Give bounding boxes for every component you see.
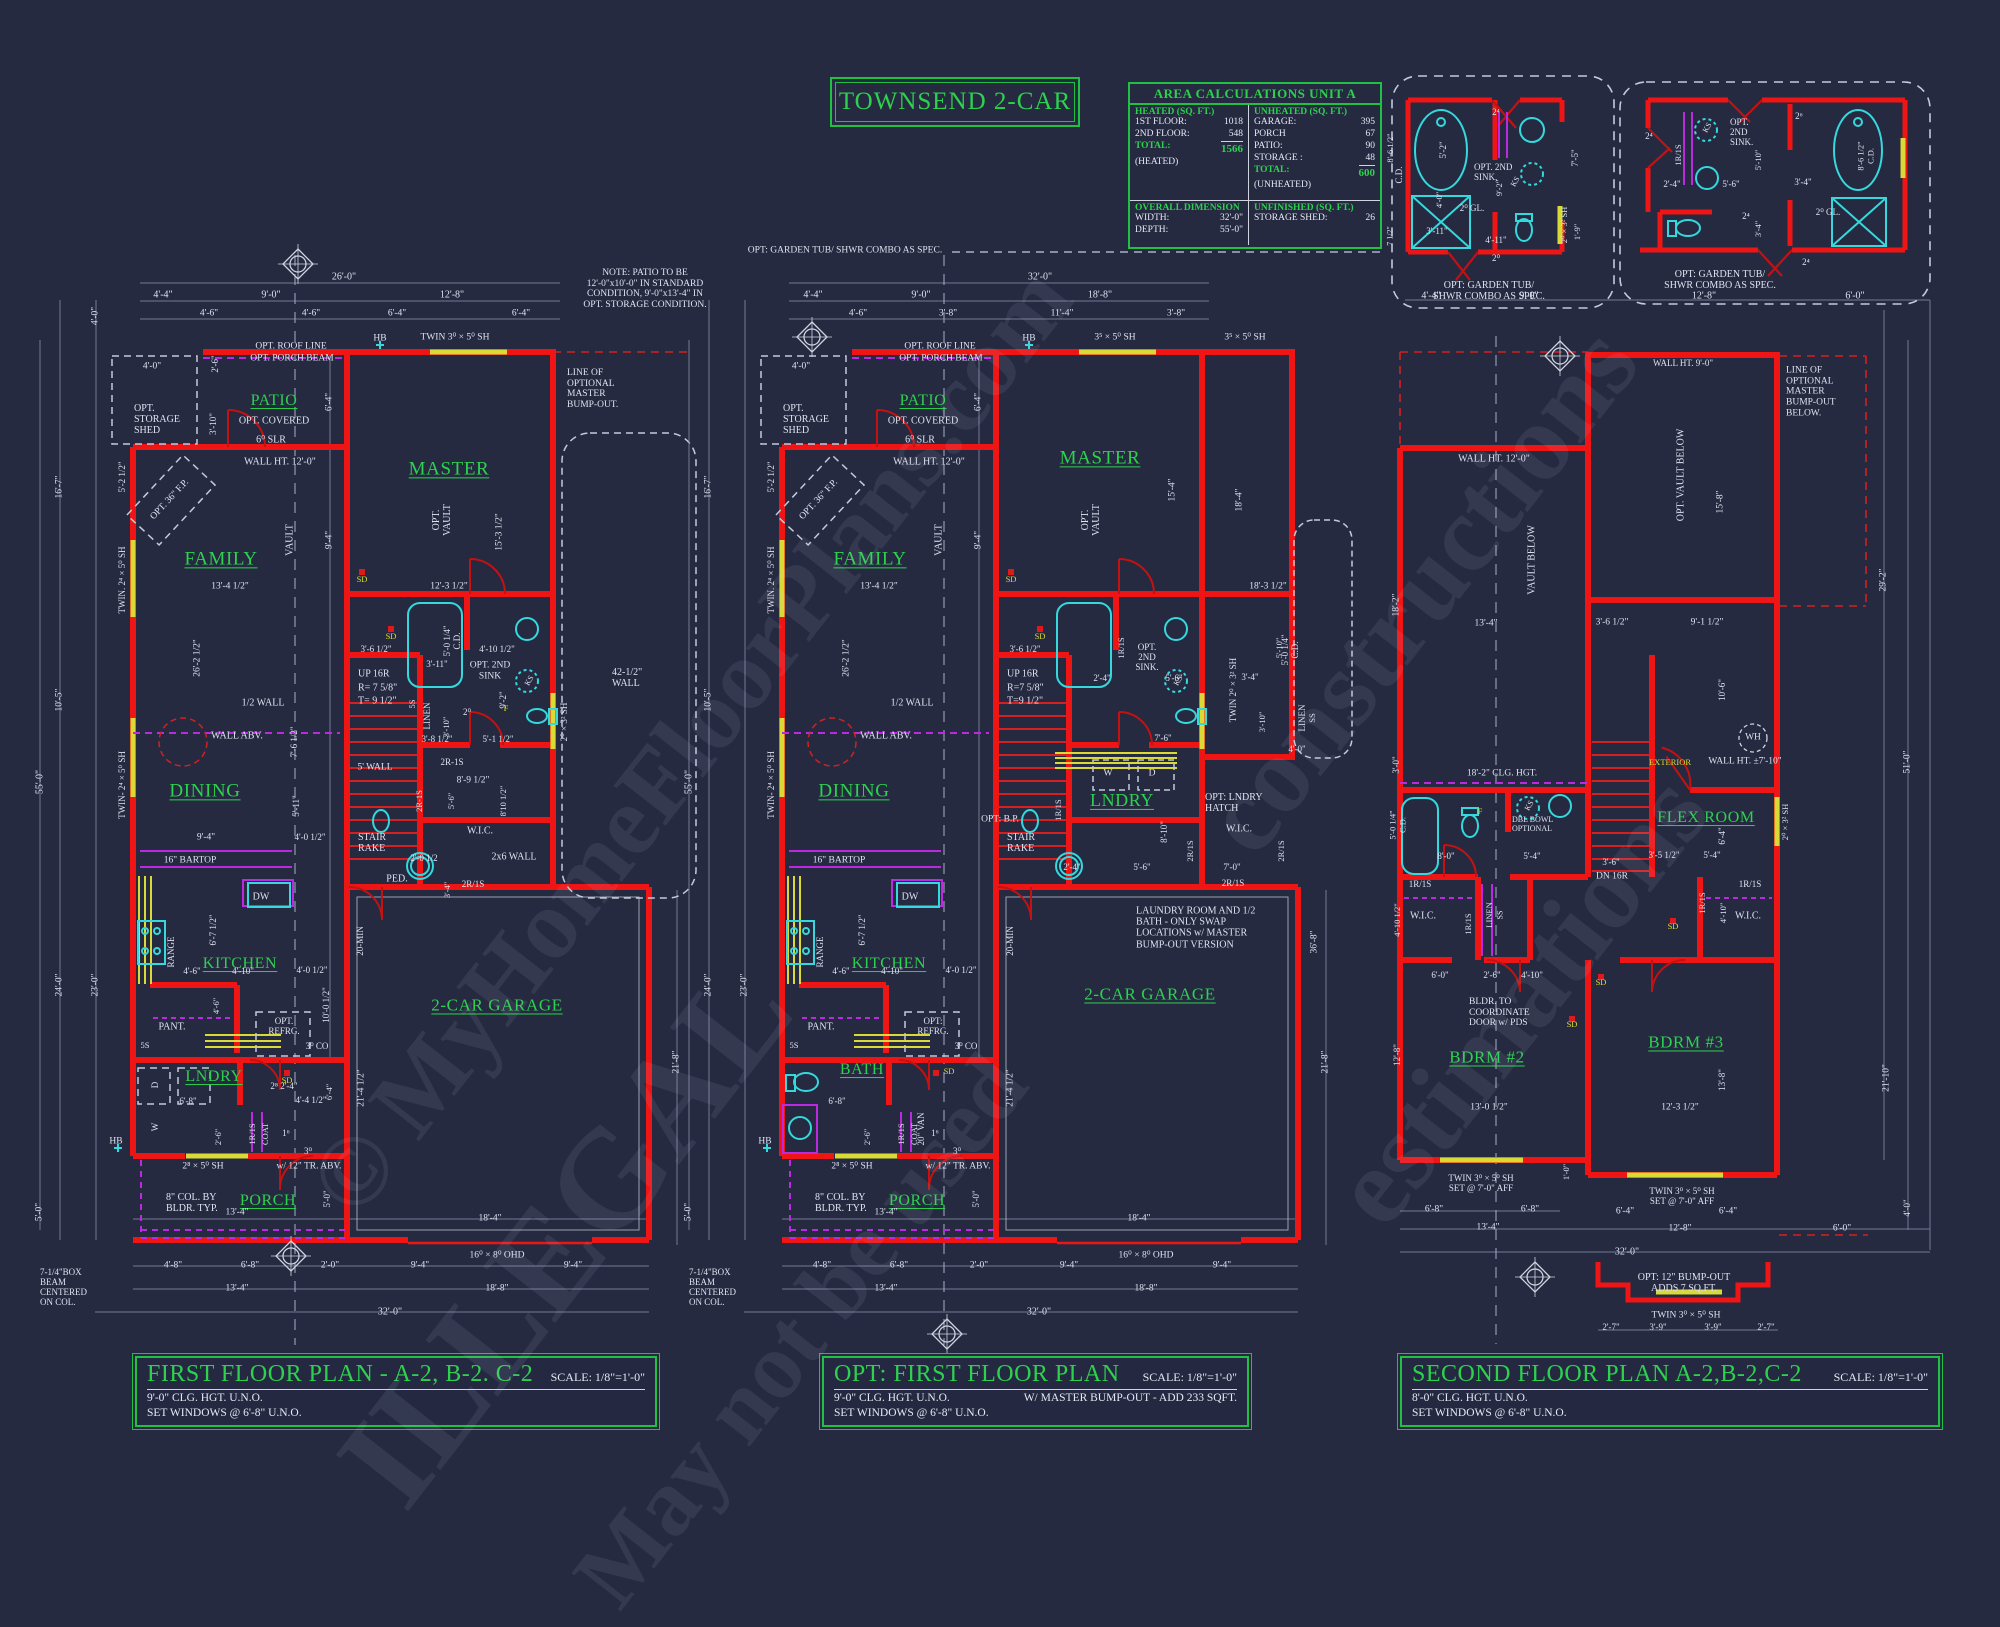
heated-cell: HEATED (SQ. FT.) 1ST FLOOR:1018 2ND FLOO… bbox=[1130, 105, 1248, 200]
table-row: 2ND FLOOR:548 bbox=[1135, 128, 1243, 139]
unfinished-head: UNFINISHED (SQ. FT.) bbox=[1254, 203, 1354, 214]
plan-option-note: W/ MASTER BUMP-OUT - ADD 233 SQFT. bbox=[1023, 1392, 1237, 1404]
table-row: WIDTH:32'-0" bbox=[1135, 213, 1243, 224]
plan-scale: SCALE: 1/8"=1'-0" bbox=[1142, 1370, 1237, 1384]
table-row: DEPTH:55'-0" bbox=[1135, 225, 1243, 236]
floorplan-drawing bbox=[0, 75, 1931, 1355]
title-block-first-floor: FIRST FLOOR PLAN - A-2, B-2. C-2 SCALE: … bbox=[132, 1353, 660, 1430]
title-block-opt-first-floor: OPT: FIRST FLOOR PLAN SCALE: 1/8"=1'-0" … bbox=[819, 1353, 1252, 1430]
inset-garden-tub-1 bbox=[1391, 75, 1615, 309]
drawing-title-box: TOWNSEND 2-CAR bbox=[830, 77, 1080, 127]
title-block-second-floor: SECOND FLOOR PLAN A-2,B-2,C-2 SCALE: 1/8… bbox=[1397, 1353, 1943, 1430]
heated-head: HEATED (SQ. FT.) bbox=[1135, 107, 1215, 117]
unfinished-cell: UNFINISHED (SQ. FT.) STORAGE SHED:26 bbox=[1248, 200, 1380, 245]
plan-scale: SCALE: 1/8"=1'-0" bbox=[1833, 1370, 1928, 1384]
unheated-head: UNHEATED (SQ. FT.) bbox=[1254, 107, 1348, 117]
overall-head: OVERALL DIMENSION bbox=[1135, 203, 1240, 214]
table-row: 1ST FLOOR:1018 bbox=[1135, 117, 1243, 127]
plan-notes: 9'-0" CLG. HGT. U.N.O. SET WINDOWS @ 6'-… bbox=[834, 1392, 989, 1419]
table-row: STORAGE :48 bbox=[1254, 152, 1375, 163]
overall-cell: OVERALL DIMENSION WIDTH:32'-0" DEPTH:55'… bbox=[1130, 200, 1248, 245]
table-row: STORAGE SHED:26 bbox=[1254, 213, 1375, 224]
area-table-header: AREA CALCULATIONS UNIT A bbox=[1130, 84, 1380, 105]
plan-notes: 8'-0" CLG. HGT. U.N.O. SET WINDOWS @ 6'-… bbox=[1412, 1392, 1567, 1419]
inset-garden-tub-2 bbox=[1619, 81, 1931, 305]
table-row: PATIO:90 bbox=[1254, 140, 1375, 151]
blueprint-page: { "title": "TOWNSEND 2-CAR", "top_note":… bbox=[0, 75, 1943, 1626]
area-calculations-table: AREA CALCULATIONS UNIT A HEATED (SQ. FT.… bbox=[1128, 82, 1382, 249]
plan-notes: 9'-0" CLG. HGT. U.N.O. SET WINDOWS @ 6'-… bbox=[147, 1392, 302, 1419]
table-row: GARAGE:395 bbox=[1254, 117, 1375, 127]
plan-title: FIRST FLOOR PLAN - A-2, B-2. C-2 bbox=[147, 1361, 534, 1387]
drawing-title: TOWNSEND 2-CAR bbox=[835, 82, 1075, 122]
table-row-total: TOTAL:1566 bbox=[1135, 140, 1243, 155]
table-row: (UNHEATED) bbox=[1254, 180, 1311, 191]
table-row-total: TOTAL:600 bbox=[1254, 164, 1375, 179]
plan-title: OPT: FIRST FLOOR PLAN bbox=[834, 1361, 1120, 1387]
plan-title: SECOND FLOOR PLAN A-2,B-2,C-2 bbox=[1412, 1361, 1802, 1387]
plan-scale: SCALE: 1/8"=1'-0" bbox=[550, 1370, 645, 1384]
table-row: (HEATED) bbox=[1135, 156, 1179, 167]
